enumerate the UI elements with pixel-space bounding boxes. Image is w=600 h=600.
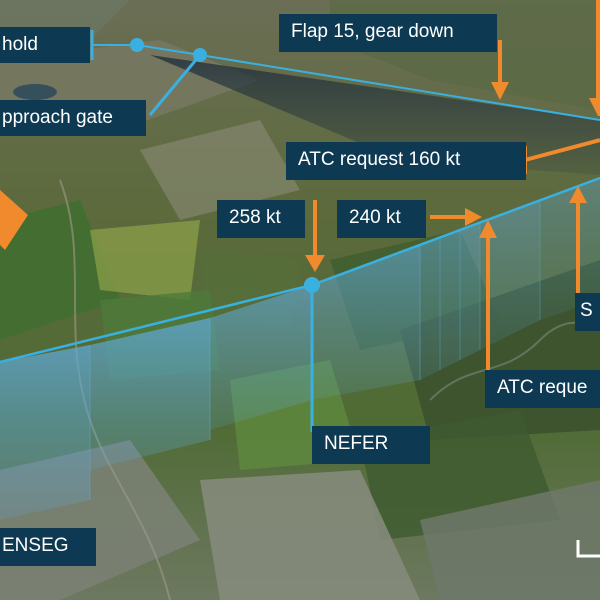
approach-gate-label: pproach gate [0, 100, 146, 136]
atc-160-label: ATC request 160 kt [286, 142, 526, 180]
s-partial-label: S [575, 293, 600, 331]
descent-curtain [0, 178, 600, 520]
arrow-258-head [305, 255, 325, 272]
arrow-flap-head [491, 82, 509, 100]
approach-gate-leader [148, 54, 202, 116]
enseg-label: ENSEG [0, 528, 96, 566]
arrow-right-edge-head [589, 98, 600, 116]
atc-request-partial-label: ATC reque [485, 370, 600, 408]
hold-label: hold [0, 27, 90, 63]
approach-gate-waypoint-marker [193, 48, 207, 62]
left-edge-arrow [0, 190, 28, 250]
arrow-240-head [465, 208, 482, 226]
hold-waypoint-marker [130, 38, 144, 52]
speed-240-label: 240 kt [337, 200, 426, 238]
scale-bar [576, 540, 600, 558]
arrow-atc-lower-head [479, 220, 497, 238]
nefer-label: NEFER [312, 426, 430, 464]
nefer-waypoint-marker [304, 277, 320, 293]
speed-258-label: 258 kt [217, 200, 305, 238]
atc-160-leader [524, 138, 600, 162]
flap-gear-label: Flap 15, gear down [279, 14, 497, 52]
arrow-s-head [569, 186, 587, 203]
flight-path [0, 30, 600, 432]
upper-flight-path-line [92, 44, 600, 121]
